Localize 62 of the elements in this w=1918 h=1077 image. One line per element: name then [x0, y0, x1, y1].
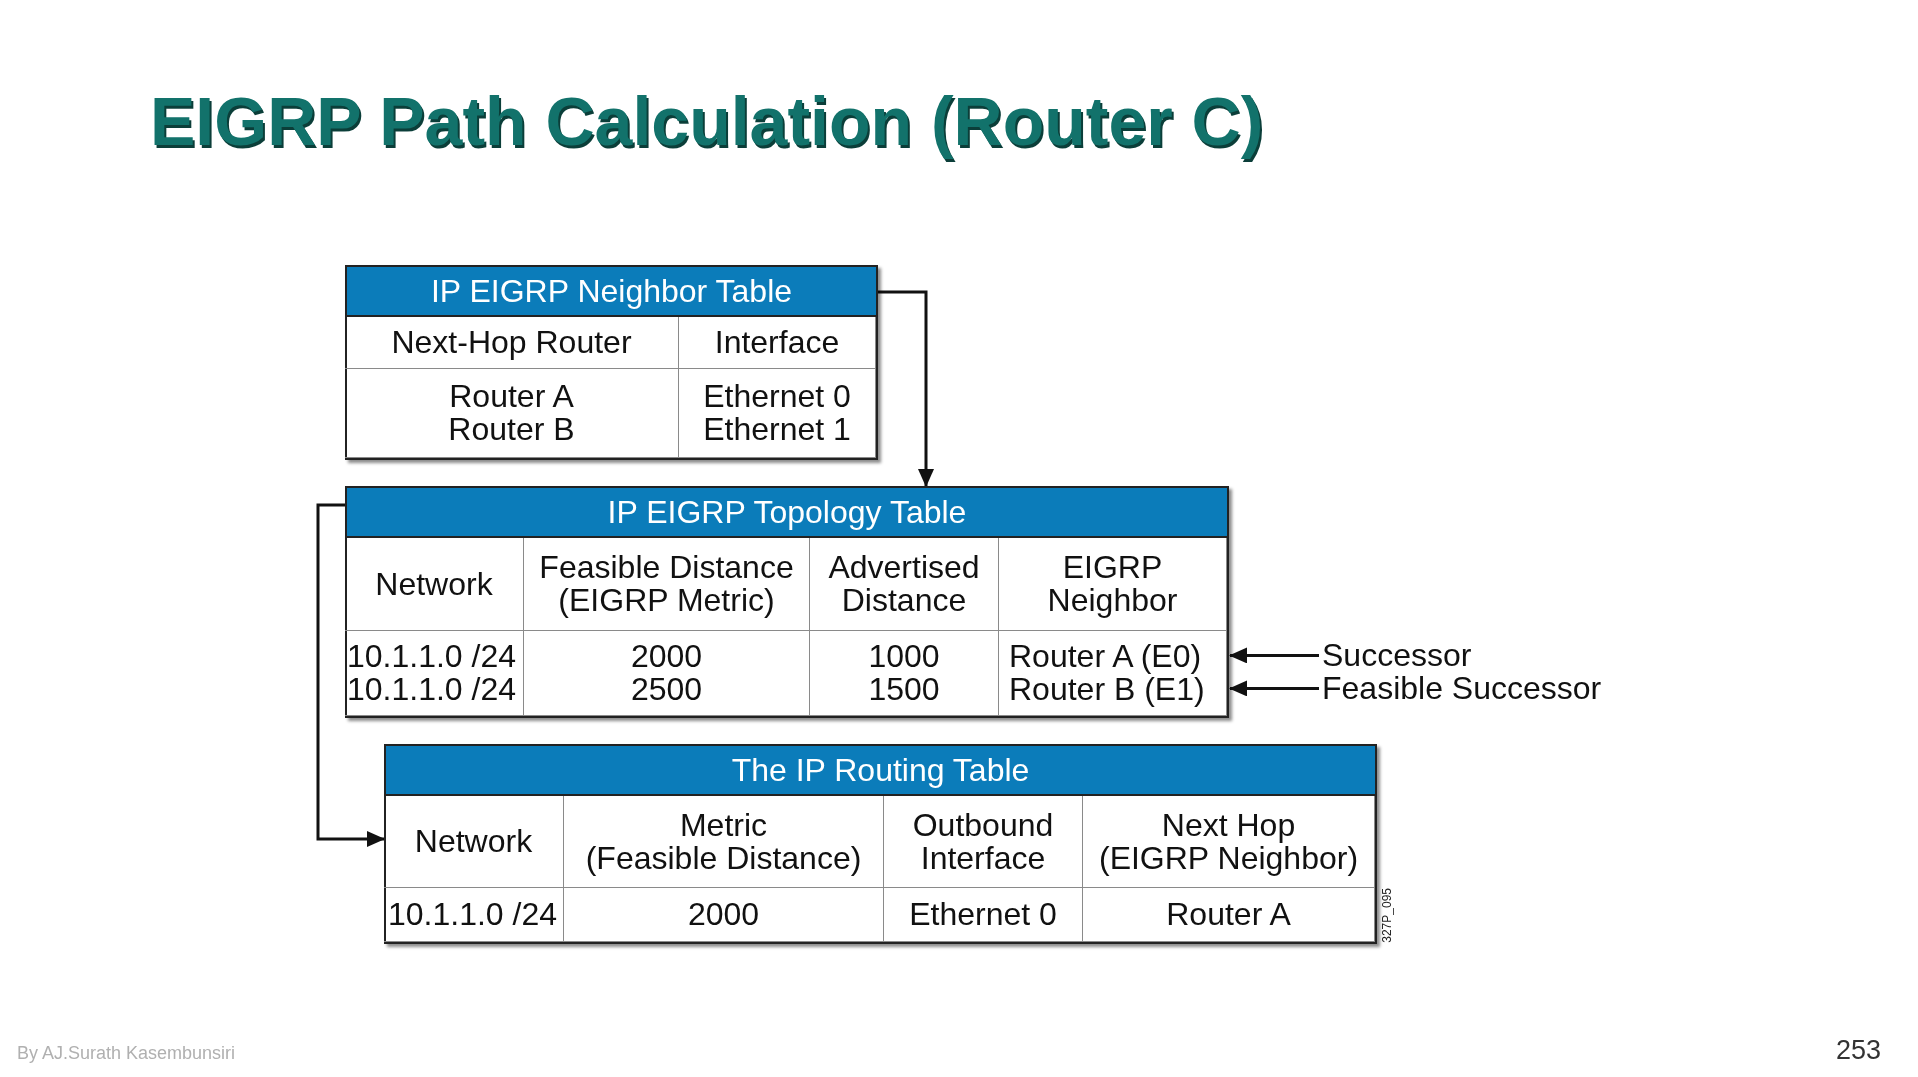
column-heading: (EIGRP Metric): [558, 584, 775, 617]
table-cell: [1083, 796, 1375, 888]
column-heading: EIGRP Neighbor: [1046, 551, 1179, 617]
cell-value: 1000: [868, 640, 940, 673]
table-cell: [999, 631, 1227, 716]
column-heading: Network: [414, 825, 533, 858]
cell-value: 2000: [687, 898, 760, 931]
slide-title: EIGRP Path Calculation (Router C): [150, 84, 1264, 159]
column-heading: Advertised Distance: [827, 551, 981, 617]
table-cell: [384, 796, 564, 888]
column-heading: Next-Hop Router: [391, 326, 632, 359]
table-cell: [679, 369, 876, 458]
table-cell: [810, 631, 999, 716]
table-cell: [884, 796, 1083, 888]
column-heading: Feasible Distance: [539, 551, 794, 584]
table-cell: [345, 369, 679, 458]
table-title-bar: IP EIGRP Topology Table: [347, 488, 1227, 538]
column-heading: Next Hop: [1161, 808, 1296, 842]
cell-value: 1500: [868, 673, 940, 706]
data-table: [345, 486, 1229, 718]
cell-value: 2500: [630, 673, 703, 706]
table-cell: [384, 888, 564, 942]
cell-value: Router B: [448, 413, 575, 446]
table-cell: [810, 538, 999, 631]
table-cell: [884, 888, 1083, 942]
column-heading: Interface: [714, 326, 840, 359]
table-cell: [345, 631, 524, 716]
arrow: [1229, 680, 1319, 697]
table-cell: [564, 796, 884, 888]
table-cell: [1083, 888, 1375, 942]
cell-value: 10.1.1.0 /24: [388, 898, 558, 931]
column-heading: Network: [375, 567, 493, 601]
table-title-bar: The IP Routing Table: [386, 746, 1375, 796]
data-table: [345, 265, 878, 460]
column-heading: (Feasible Distance): [585, 841, 862, 875]
column-heading: Metric: [679, 808, 768, 842]
cell-value: Ethernet 0: [909, 898, 1057, 931]
table-cell: [524, 631, 810, 716]
cell-value: 10.1.1.0 /24: [347, 673, 517, 706]
table-cell: [999, 538, 1227, 631]
data-table: [384, 744, 1377, 944]
cell-value: Router A: [449, 380, 574, 413]
page-number: 253: [1836, 1035, 1882, 1066]
table-cell: [679, 317, 876, 369]
cell-value: 2000: [630, 640, 703, 673]
cell-value: Ethernet 0: [703, 380, 851, 413]
cell-value: Ethernet 1: [703, 413, 851, 446]
arrow: [1229, 647, 1319, 664]
table-cell: [524, 538, 810, 631]
author-credit: By AJ.Surath Kasembunsiri: [17, 1043, 236, 1064]
cell-value: Router B (E1): [1009, 673, 1205, 706]
arrow: [316, 503, 385, 847]
cell-value: Router A: [1166, 898, 1291, 931]
table-title-bar: IP EIGRP Neighbor Table: [347, 267, 876, 317]
table-cell: [345, 538, 524, 631]
cell-value: 10.1.1.0 /24: [347, 640, 517, 673]
table-cell: [564, 888, 884, 942]
table-cell: [345, 317, 679, 369]
cell-value: Router A (E0): [1009, 640, 1202, 673]
column-heading: Outbound Interface: [911, 808, 1055, 875]
figure-code: 327P_095: [1380, 888, 1394, 943]
arrow: [878, 290, 934, 487]
